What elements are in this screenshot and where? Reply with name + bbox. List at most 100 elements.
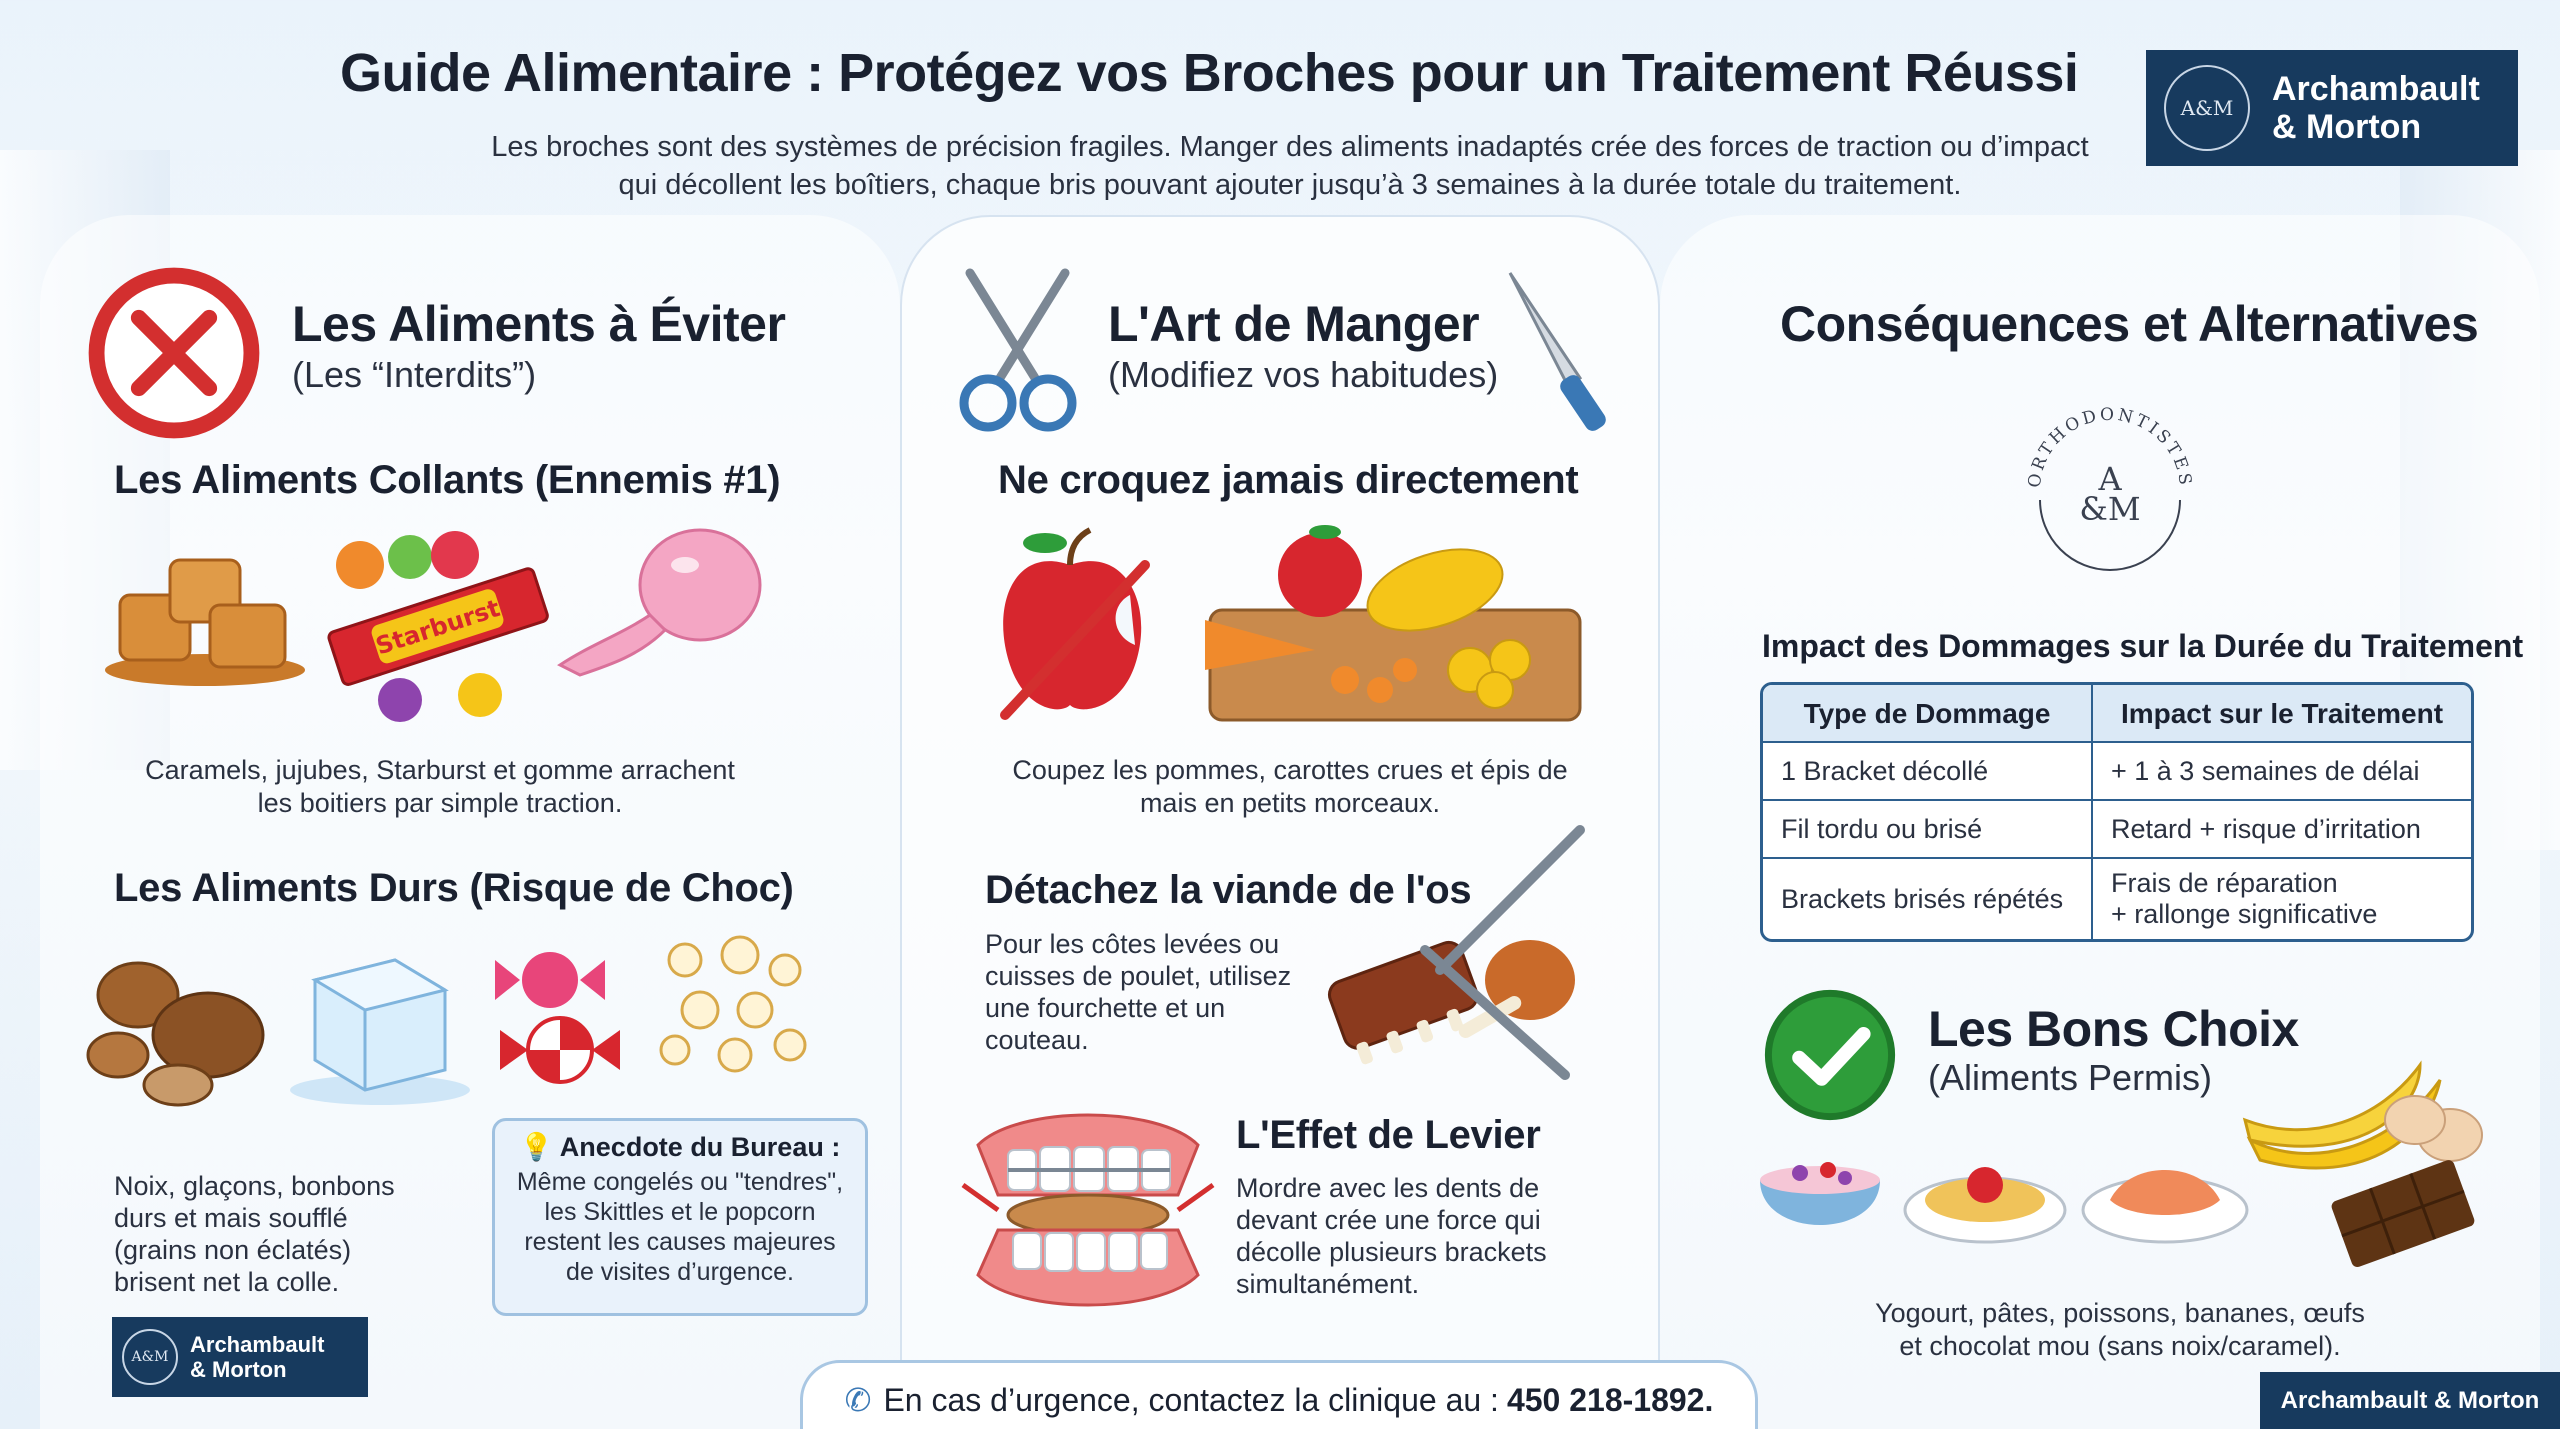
jujube-candy-icon: Starburst bbox=[327, 531, 549, 722]
meat-line-2: cuisses de poulet, utilisez bbox=[985, 961, 1292, 991]
table-cell: Fil tordu ou brisé bbox=[1763, 801, 2093, 857]
hard-text-line-3: (grains non éclatés) bbox=[114, 1235, 352, 1265]
sticky-caption-line-2: les boitiers par simple traction. bbox=[257, 788, 623, 818]
scissors-icon bbox=[959, 268, 1077, 432]
anecdote-line-3: restent les causes majeures bbox=[524, 1228, 836, 1256]
subtitle-line-1: Les broches sont des systèmes de précisi… bbox=[491, 131, 2089, 163]
brand-seal: A&M bbox=[2164, 65, 2250, 151]
bite-caption: Coupez les pommes, carottes crues et épi… bbox=[980, 754, 1600, 820]
hard-foods-title: Les Aliments Durs (Risque de Choc) bbox=[114, 866, 794, 910]
good-foods-icon bbox=[1760, 1060, 2483, 1268]
anecdote-text: Même congelés ou "tendres", les Skittles… bbox=[509, 1167, 851, 1287]
cutting-board-icon bbox=[1205, 525, 1582, 722]
anecdote-line-1: Même congelés ou "tendres", bbox=[516, 1168, 844, 1196]
emergency-contact-bar: ✆ En cas d’urgence, contactez la cliniqu… bbox=[800, 1360, 1758, 1429]
table-cell-line-1: Frais de réparation bbox=[2111, 868, 2338, 898]
anecdote-title-text: Anecdote du Bureau : bbox=[559, 1132, 841, 1162]
table-row: 1 Bracket décollé + 1 à 3 semaines de dé… bbox=[1763, 741, 2471, 799]
brand-name-line-1: Archambault bbox=[2272, 70, 2480, 108]
damage-table-title: Impact des Dommages sur la Durée du Trai… bbox=[1762, 628, 2524, 664]
bite-caption-line-2: mais en petits morceaux. bbox=[1139, 788, 1441, 818]
table-cell: + 1 à 3 semaines de délai bbox=[2111, 755, 2420, 786]
hard-text-line-2: durs et mais soufflé bbox=[114, 1203, 348, 1233]
sticky-caption: Caramels, jujubes, Starburst et gomme ar… bbox=[100, 754, 780, 820]
bite-caption-line-1: Coupez les pommes, carottes crues et épi… bbox=[1012, 755, 1568, 785]
chewing-gum-icon bbox=[557, 528, 762, 677]
phone-icon: ✆ bbox=[844, 1381, 872, 1419]
brand-name-line-2: & Morton bbox=[2272, 108, 2422, 146]
bite-title: Ne croquez jamais directement bbox=[998, 458, 1579, 502]
eating-subtitle: (Modifiez vos habitudes) bbox=[1108, 354, 1499, 395]
banana-icon bbox=[2242, 1060, 2442, 1170]
lever-line-4: simultanément. bbox=[1236, 1269, 1420, 1299]
brand-small-line-1: Archambault bbox=[190, 1332, 325, 1357]
emergency-phone-number[interactable]: 450 218-1892. bbox=[1506, 1381, 1714, 1418]
checkmark-icon bbox=[1764, 989, 1896, 1121]
lever-line-1: Mordre avec les dents de bbox=[1236, 1173, 1540, 1203]
ice-cube-icon bbox=[290, 958, 470, 1105]
orthodontist-seal: ORTHODONTISTES A &M bbox=[2025, 405, 2192, 571]
good-caption-line-2: et chocolat mou (sans noix/caramel). bbox=[1899, 1331, 2341, 1361]
knife-icon bbox=[1508, 272, 1606, 431]
hard-foods-text: Noix, glaçons, bonbons durs et mais souf… bbox=[114, 1170, 454, 1298]
table-row: Brackets brisés répétés Frais de réparat… bbox=[1763, 857, 2471, 939]
table-cell: Brackets brisés répétés bbox=[1763, 859, 2093, 939]
hard-text-line-4: brisent net la colle. bbox=[114, 1267, 340, 1297]
hard-candy-icon bbox=[495, 952, 620, 1084]
hard-text-line-1: Noix, glaçons, bonbons bbox=[114, 1171, 395, 1201]
brand-logo-top: A&M Archambault & Morton bbox=[2146, 50, 2518, 166]
apple-forbidden-icon bbox=[1000, 527, 1150, 720]
meat-line-4: couteau. bbox=[985, 1025, 1089, 1055]
consequences-title: Conséquences et Alternatives bbox=[1780, 296, 2479, 352]
caramel-icon bbox=[105, 558, 305, 686]
anecdote-line-4: de visites d’urgence. bbox=[566, 1258, 794, 1286]
table-header-cell: Impact sur le Traitement bbox=[2120, 697, 2444, 729]
good-choices-title: Les Bons Choix bbox=[1928, 1001, 2299, 1057]
sticky-caption-line-1: Caramels, jujubes, Starburst et gomme ar… bbox=[145, 755, 735, 785]
good-choices-subtitle: (Aliments Permis) bbox=[1928, 1057, 2213, 1098]
damage-impact-table: Type de Dommage Impact sur le Traitement… bbox=[1760, 682, 2474, 942]
lever-line-3: décolle plusieurs brackets bbox=[1236, 1237, 1547, 1267]
good-foods-caption: Yogourt, pâtes, poissons, bananes, œufs … bbox=[1780, 1297, 2460, 1363]
good-caption-line-1: Yogourt, pâtes, poissons, bananes, œufs bbox=[1875, 1298, 2365, 1328]
seal-monogram-a: A bbox=[2097, 460, 2122, 498]
subtitle-line-2: qui décollent les boîtiers, chaque bris … bbox=[618, 169, 1962, 201]
nuts-icon bbox=[86, 961, 265, 1107]
page-subtitle: Les broches sont des systèmes de précisi… bbox=[440, 128, 2140, 204]
brand-name-small: Archambault & Morton bbox=[190, 1332, 324, 1382]
emergency-text: En cas d’urgence, contactez la clinique … bbox=[883, 1381, 1499, 1418]
brand-seal-small: A&M bbox=[122, 1329, 178, 1385]
meat-title: Détachez la viande de l'os bbox=[985, 868, 1472, 912]
anecdote-title: 💡 Anecdote du Bureau : bbox=[509, 1131, 851, 1163]
meat-text: Pour les côtes levées ou cuisses de poul… bbox=[985, 928, 1325, 1056]
table-cell: Frais de réparation + rallonge significa… bbox=[2093, 859, 2471, 939]
brand-name: Archambault & Morton bbox=[2272, 70, 2480, 146]
lever-title: L'Effet de Levier bbox=[1236, 1113, 1541, 1157]
brand-logo-bottom: Archambault & Morton bbox=[2260, 1372, 2560, 1429]
table-cell: Retard + risque d’irritation bbox=[2111, 813, 2421, 844]
anecdote-line-2: les Skittles et le popcorn bbox=[544, 1198, 816, 1226]
meat-line-3: une fourchette et un bbox=[985, 993, 1226, 1023]
page-title: Guide Alimentaire : Protégez vos Broches… bbox=[340, 43, 2079, 103]
forbidden-icon bbox=[88, 267, 260, 439]
brand-logo-small: A&M Archambault & Morton bbox=[112, 1317, 368, 1397]
seal-monogram-m: &M bbox=[2079, 490, 2140, 528]
table-header-row: Type de Dommage Impact sur le Traitement bbox=[1763, 685, 2471, 741]
braces-teeth-icon bbox=[961, 1113, 1215, 1307]
table-cell: 1 Bracket décollé bbox=[1763, 743, 2093, 799]
table-row: Fil tordu ou brisé Retard + risque d’irr… bbox=[1763, 799, 2471, 857]
brand-small-line-2: & Morton bbox=[190, 1357, 287, 1382]
lever-text: Mordre avec les dents de devant crée une… bbox=[1236, 1172, 1596, 1300]
lever-line-2: devant crée une force qui bbox=[1236, 1205, 1541, 1235]
eating-title: L'Art de Manger bbox=[1108, 296, 1480, 352]
avoid-subtitle: (Les “Interdits”) bbox=[292, 354, 537, 395]
lightbulb-icon: 💡 bbox=[519, 1132, 554, 1162]
office-anecdote-box: 💡 Anecdote du Bureau : Même congelés ou … bbox=[492, 1118, 868, 1316]
ribs-fork-knife-icon bbox=[1327, 825, 1585, 1080]
popcorn-icon bbox=[659, 935, 807, 1073]
meat-line-1: Pour les côtes levées ou bbox=[985, 929, 1280, 959]
avoid-title: Les Aliments à Éviter bbox=[292, 296, 786, 352]
table-header-cell: Type de Dommage bbox=[1763, 685, 2093, 741]
table-cell-line-2: + rallonge significative bbox=[2111, 899, 2378, 929]
sticky-foods-title: Les Aliments Collants (Ennemis #1) bbox=[114, 458, 781, 502]
